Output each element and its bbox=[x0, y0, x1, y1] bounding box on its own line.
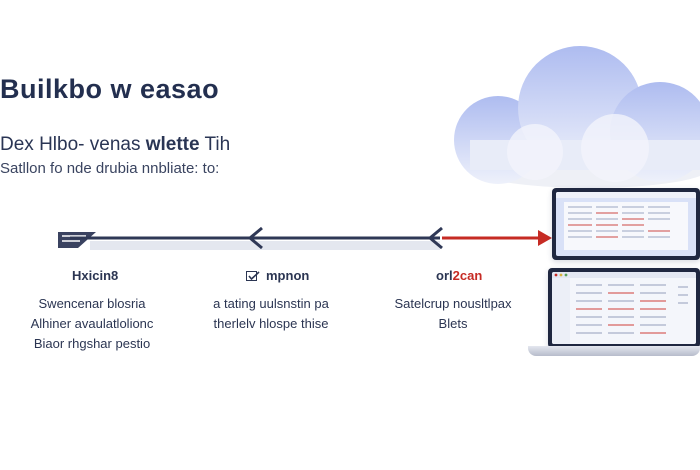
laptop-screen bbox=[548, 268, 700, 348]
step-2-desc-line: therlelv hlospe thise bbox=[213, 316, 329, 331]
step-1-label: Hxicin8 bbox=[72, 268, 118, 283]
subtitle-text: Dex Hlbo- venas bbox=[0, 134, 146, 155]
step-2-label-text: mpnon bbox=[266, 268, 310, 283]
step-2-label: mpnon bbox=[246, 268, 309, 283]
step-1-desc-line: Biaor rhgshar pestio bbox=[33, 336, 151, 351]
laptop-display bbox=[552, 272, 696, 344]
laptop-base bbox=[528, 346, 700, 356]
subtitle-tail: Tih bbox=[199, 134, 231, 155]
step-2-description: a tating uulsnstin pa therlelv hlospe th… bbox=[196, 294, 346, 334]
process-flow bbox=[58, 226, 552, 250]
step-3-label-accent: 2can bbox=[452, 268, 483, 283]
spreadsheet-preview bbox=[552, 272, 696, 344]
tagline: Satllon fo nde drubia nnbliate: to: bbox=[0, 160, 220, 177]
step-3-label-text: orl bbox=[436, 268, 453, 283]
subtitle: Dex Hlbo- venas wlette Tih bbox=[0, 134, 230, 156]
step-2-desc-line: a tating uulsnstin pa bbox=[213, 296, 329, 311]
flow-start-marker bbox=[58, 232, 96, 248]
step-3-desc-line: Satelcrup nousltlpax bbox=[394, 296, 512, 311]
step-1-desc-line: Swencenar blosria bbox=[38, 296, 146, 311]
monitor-screen bbox=[552, 188, 700, 260]
step-1-label-text: Hxicin8 bbox=[72, 268, 119, 283]
subtitle-emphasis: wlette bbox=[145, 134, 200, 155]
step-3-description: Satelcrup nousltlpax Blets bbox=[386, 294, 520, 334]
spreadsheet-preview bbox=[556, 192, 696, 250]
monitor-display bbox=[556, 192, 696, 256]
step-3-label: orl2can bbox=[436, 268, 482, 283]
cloud-icon bbox=[454, 46, 700, 188]
check-icon bbox=[246, 270, 260, 281]
step-1-description: Swencenar blosria Alhiner avaulatlolionc… bbox=[12, 294, 172, 354]
step-3-desc-line: Blets bbox=[438, 316, 468, 331]
page-title: Builkbo w easao bbox=[0, 74, 220, 104]
step-1-desc-line: Alhiner avaulatlolionc bbox=[30, 316, 154, 331]
